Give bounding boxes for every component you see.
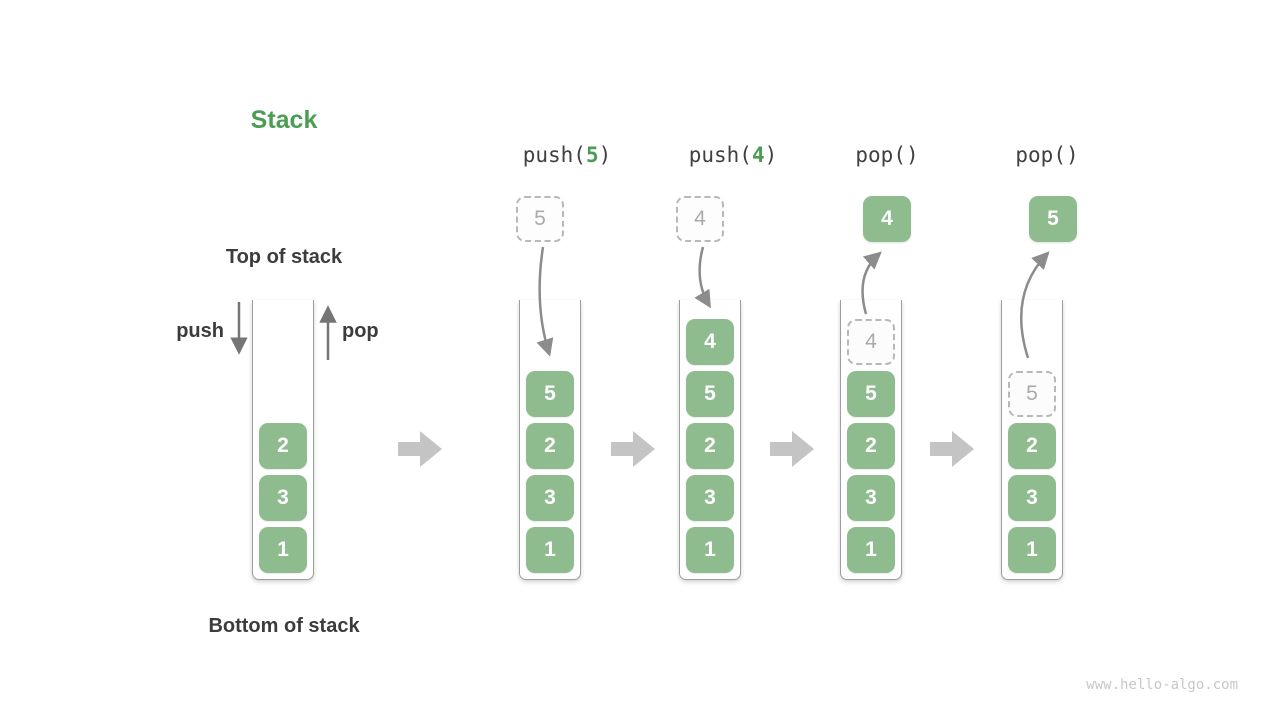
stack-cell: 3 [1008,475,1056,521]
stack-container: 4 5 2 3 1 [679,300,741,580]
stack-cell-ghost: 4 [847,319,895,365]
pop-label: pop [342,320,379,342]
operation-arg: 5 [585,143,599,167]
stack-cell: 2 [686,423,734,469]
floating-element-box: 4 [676,196,724,242]
stack-cell: 1 [526,527,574,573]
operation-label-pop-2: pop() [957,143,1137,167]
operation-text: pop() [1015,143,1079,167]
stack-cell: 2 [847,423,895,469]
stack-cell: 1 [686,527,734,573]
operation-arg: 4 [751,143,765,167]
stack-cell: 2 [526,423,574,469]
stack-cell: 2 [259,423,307,469]
stack-container: 2 3 1 [252,300,314,580]
stack-cell: 4 [686,319,734,365]
stack-cell: 3 [847,475,895,521]
stack-cell: 3 [686,475,734,521]
operation-label-push-5: push(5) [477,143,657,167]
step-block-arrow-icon [398,431,442,467]
stack-cell: 5 [847,371,895,417]
stack-container: 5 2 3 1 [1001,300,1063,580]
floating-element-box: 5 [1029,196,1077,242]
stack-cell-ghost: 5 [1008,371,1056,417]
operation-text: push( [688,143,752,167]
bottom-of-stack-label: Bottom of stack [208,615,360,637]
diagram-title: Stack [250,106,318,134]
stack-cell: 1 [1008,527,1056,573]
stack-cell: 5 [686,371,734,417]
step-block-arrow-icon [611,431,655,467]
step-block-arrow-icon [770,431,814,467]
floating-element-box: 5 [516,196,564,242]
stack-cell: 5 [526,371,574,417]
stack-cell: 3 [259,475,307,521]
operation-text: ) [598,143,612,167]
stack-cell: 2 [1008,423,1056,469]
watermark: www.hello-algo.com [1086,677,1238,693]
top-of-stack-label: Top of stack [225,246,343,268]
stack-cell: 1 [847,527,895,573]
push-curved-arrow-icon [694,246,711,309]
stack-container: 5 2 3 1 [519,300,581,580]
stack-cell: 1 [259,527,307,573]
stack-container: 4 5 2 3 1 [840,300,902,580]
operation-text: pop() [855,143,919,167]
floating-element-box: 4 [863,196,911,242]
operation-label-push-4: push(4) [643,143,823,167]
step-block-arrow-icon [930,431,974,467]
stack-cell: 3 [526,475,574,521]
push-label: push [176,320,224,342]
operation-label-pop-1: pop() [797,143,977,167]
operation-text: push( [522,143,586,167]
operation-text: ) [764,143,778,167]
